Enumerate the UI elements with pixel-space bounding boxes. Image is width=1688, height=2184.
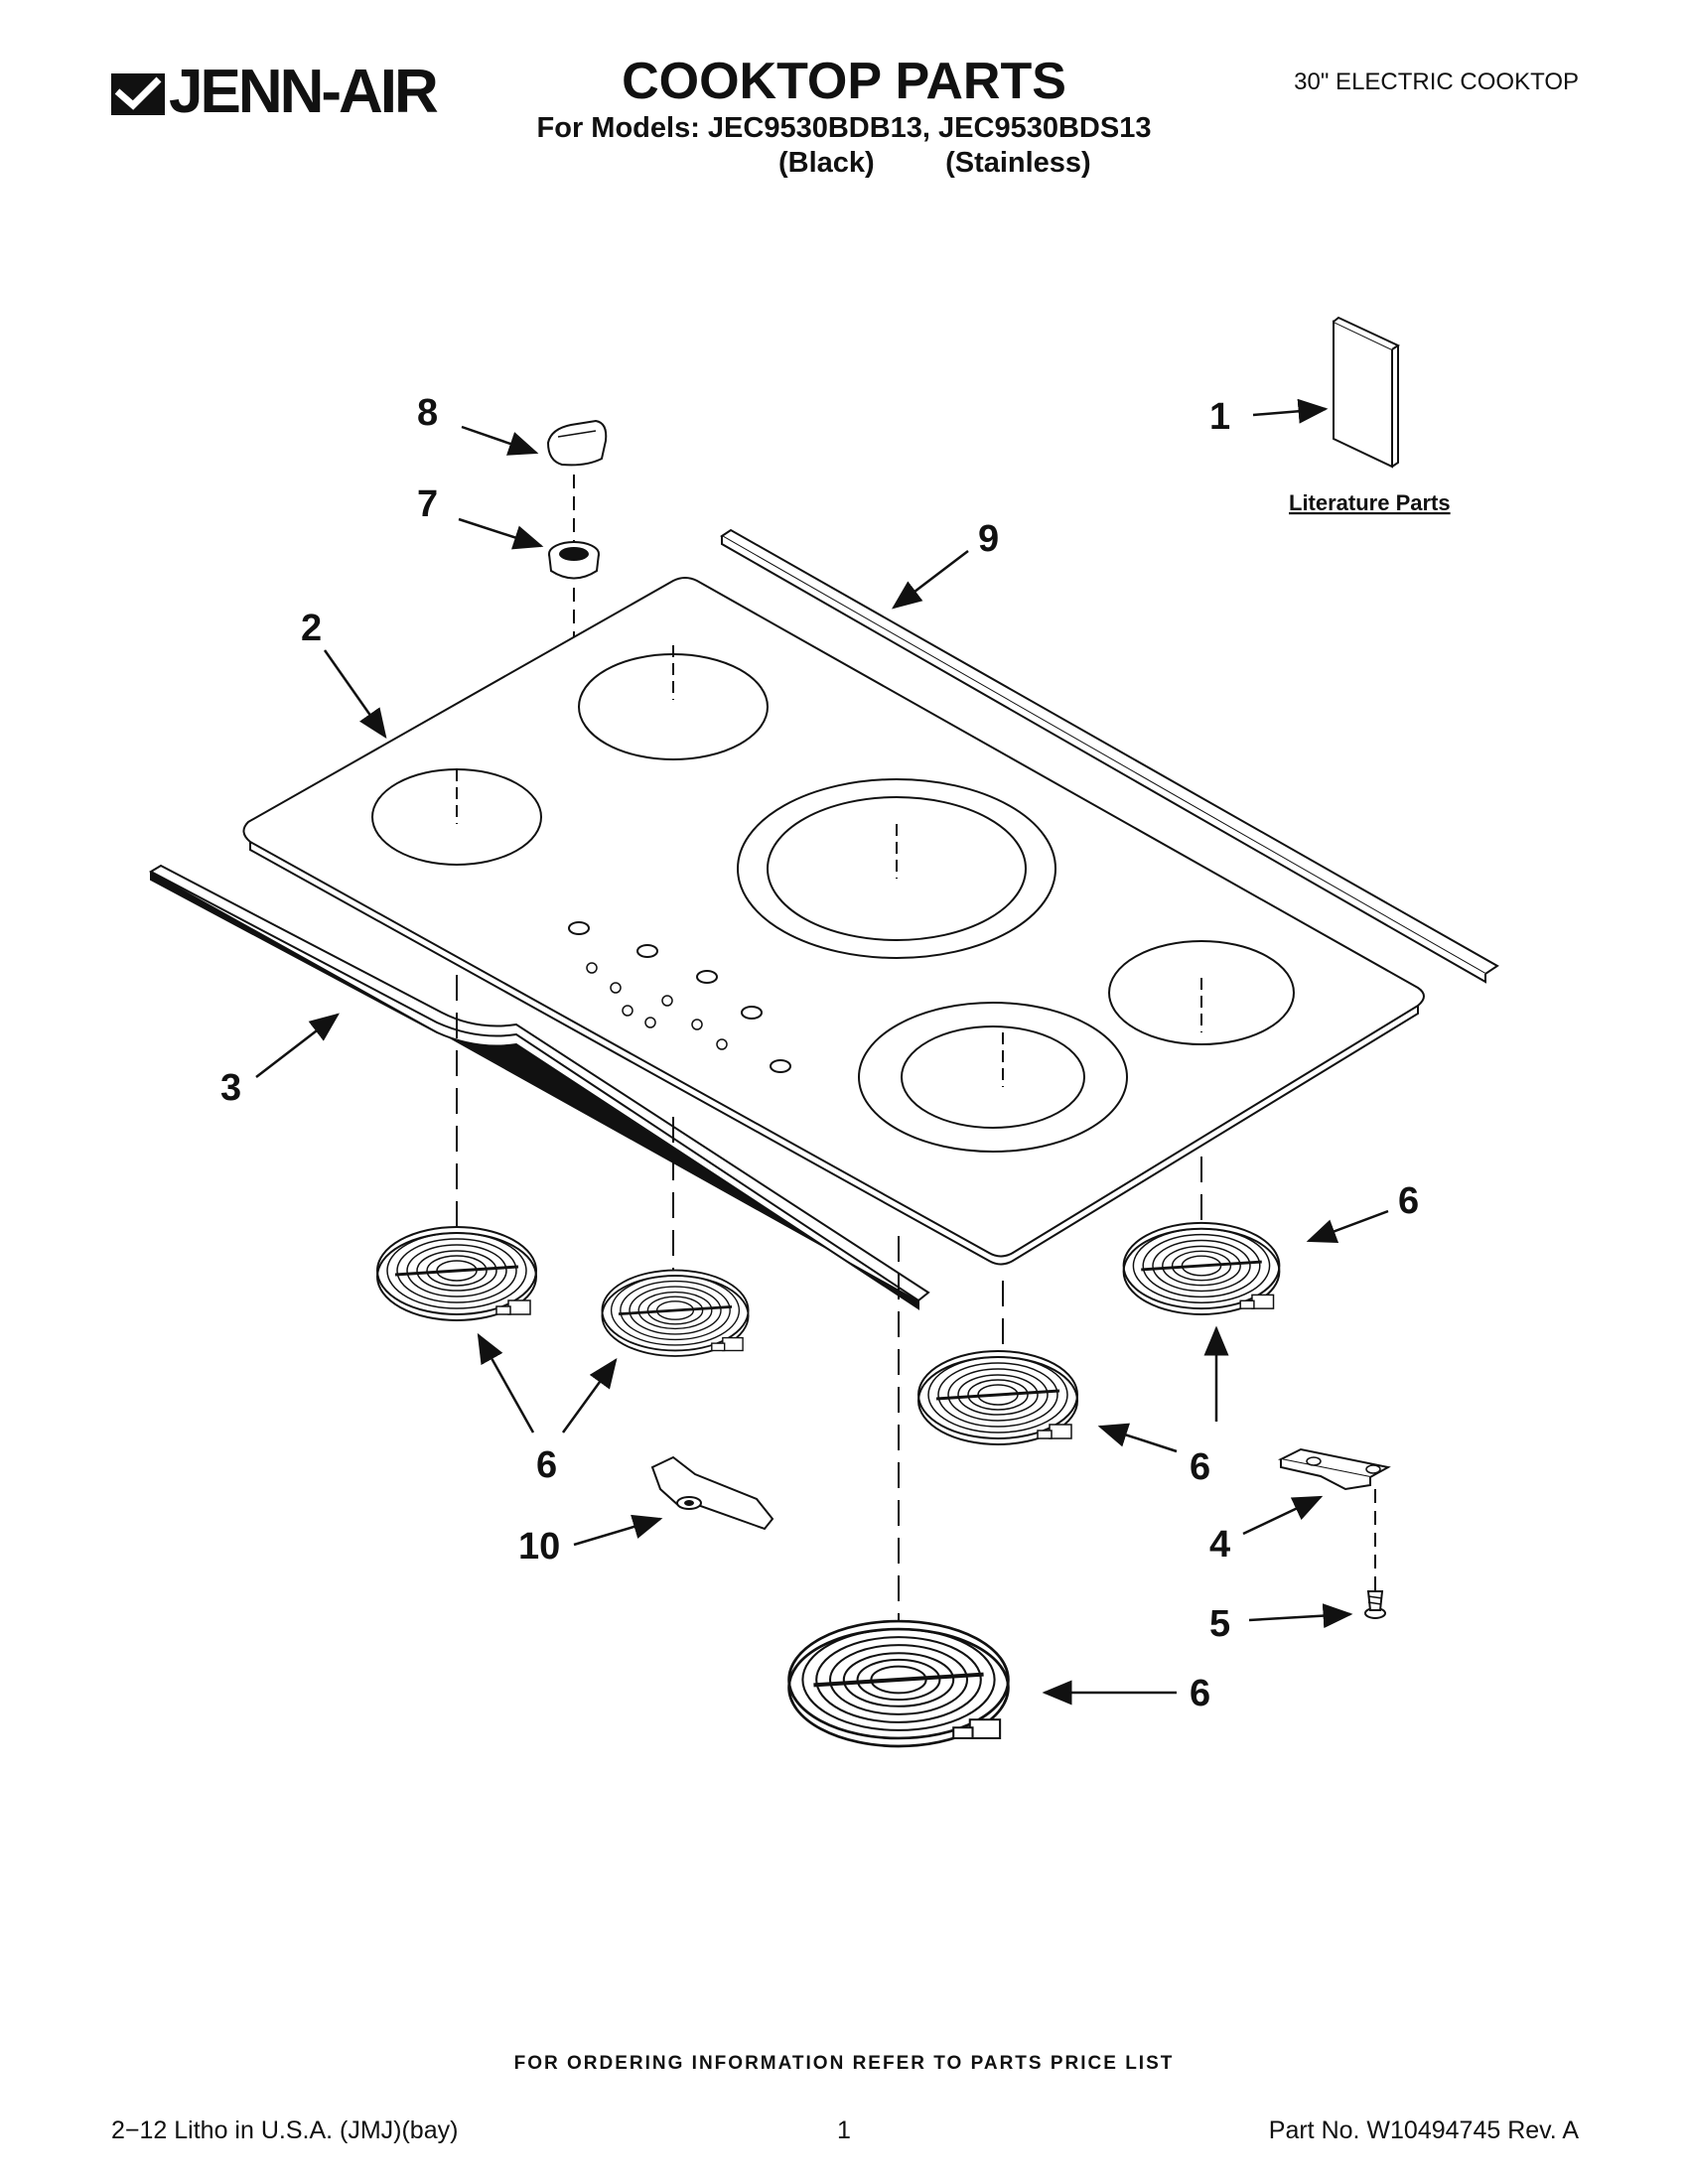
heating-element-front-center xyxy=(916,1349,1079,1446)
control-knob xyxy=(546,419,608,467)
callout-10-arrow xyxy=(573,1514,663,1547)
models-line: For Models: JEC9530BDB13, JEC9530BDS13 xyxy=(536,112,1152,144)
variant-black: (Black) xyxy=(778,147,875,179)
heating-element-left-center xyxy=(601,1269,750,1358)
callout-5-arrow xyxy=(1248,1603,1353,1629)
knob-bezel xyxy=(548,541,600,580)
litho-info: 2−12 Litho in U.S.A. (JMJ)(bay) xyxy=(111,2116,459,2144)
callout-9: 9 xyxy=(978,518,999,560)
part-number: Part No. W10494745 Rev. A xyxy=(1268,2116,1579,2144)
callout-8-arrow xyxy=(461,425,539,456)
callout-5: 5 xyxy=(1209,1603,1230,1645)
callout-6-arrow-left-b xyxy=(561,1357,618,1433)
callout-6-left: 6 xyxy=(536,1444,557,1486)
callout-7: 7 xyxy=(417,483,438,525)
glass-cooktop xyxy=(242,577,1425,1266)
mounting-bracket xyxy=(650,1455,774,1531)
heating-element-large xyxy=(789,1621,1009,1746)
page-number: 1 xyxy=(837,2116,851,2144)
callout-10: 10 xyxy=(518,1526,560,1568)
callout-1: 1 xyxy=(1209,396,1230,438)
callout-4: 4 xyxy=(1209,1524,1230,1566)
callout-4-arrow xyxy=(1242,1495,1324,1536)
callout-2: 2 xyxy=(301,608,322,649)
callout-8: 8 xyxy=(417,392,438,434)
ordering-note: FOR ORDERING INFORMATION REFER TO PARTS … xyxy=(513,2053,1175,2074)
element-clip xyxy=(1277,1447,1391,1491)
variant-stainless: (Stainless) xyxy=(945,147,1091,179)
heating-element-right xyxy=(1122,1221,1281,1316)
heating-element-left xyxy=(375,1225,538,1322)
screw xyxy=(1364,1590,1386,1619)
callout-6-arrow-left-a xyxy=(477,1332,535,1433)
callout-6-arrow-center xyxy=(1097,1423,1178,1453)
callout-7-arrow xyxy=(458,517,544,550)
brand-name: JENN-AIR xyxy=(169,58,439,126)
callout-2-arrow xyxy=(323,649,387,740)
callout-6-right: 6 xyxy=(1398,1180,1419,1222)
callout-3-arrow xyxy=(255,1013,340,1078)
page-title: COOKTOP PARTS xyxy=(622,53,1066,110)
rear-trim-strip xyxy=(720,528,1499,984)
callout-6-arrow-right xyxy=(1306,1209,1389,1244)
callout-6-center: 6 xyxy=(1190,1446,1210,1488)
callout-6-large: 6 xyxy=(1190,1673,1210,1714)
product-subtitle: 30" ELECTRIC COOKTOP xyxy=(1294,68,1579,95)
literature-part xyxy=(1333,316,1401,469)
callout-1-arrow xyxy=(1252,398,1329,424)
model-variants: (Black) (Stainless) xyxy=(755,146,1172,180)
literature-parts-label: Literature Parts xyxy=(1289,490,1451,515)
brand-logo-mark-icon xyxy=(111,73,165,115)
callout-9-arrow xyxy=(892,550,969,610)
callout-3: 3 xyxy=(220,1067,241,1109)
